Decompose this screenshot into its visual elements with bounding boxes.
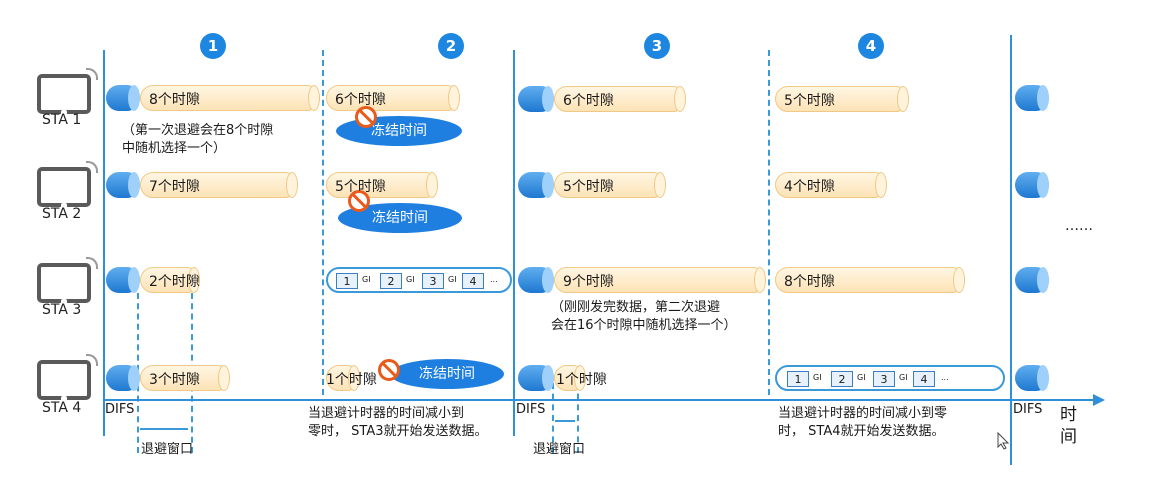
- backoff-window2-right: [577, 383, 579, 453]
- divider-end: [1010, 35, 1012, 465]
- note-line: 当退避计时器的时间减小到零: [778, 406, 948, 421]
- divider-2: [322, 50, 324, 395]
- time-axis-arrow: [1093, 394, 1105, 406]
- tablet-icon: [37, 167, 91, 207]
- note-line: （第一次退避会在8个时隙: [122, 123, 274, 138]
- note-line: 零时， STA3就开始发送数据。: [308, 424, 488, 439]
- note-line: 会在16个时隙中随机选择一个）: [551, 318, 737, 333]
- backoff-slots: 9个时隙: [554, 267, 766, 293]
- tablet-icon: [37, 263, 91, 303]
- backoff-slots: 8个时隙: [775, 267, 965, 293]
- wifi-icon: [86, 257, 98, 269]
- difs-block: [1015, 365, 1049, 391]
- station-label: STA 2: [42, 206, 82, 222]
- timeline-start-line: [103, 50, 105, 436]
- gi-label: GI: [899, 373, 908, 382]
- difs-block: [106, 172, 140, 198]
- data-frames: 1 GI 2 GI 3 GI 4 ...: [326, 267, 512, 293]
- tablet-icon: [37, 360, 91, 400]
- backoff-slots: 5个时隙: [554, 172, 666, 198]
- freeze-time-label: 冻结时间: [336, 116, 462, 146]
- difs-label: DIFS: [1013, 402, 1043, 417]
- step-3-badge: 3: [644, 33, 670, 59]
- frame-more: ...: [941, 373, 949, 382]
- difs-block: [1015, 267, 1049, 293]
- gi-label: GI: [448, 275, 457, 284]
- gi-label: GI: [857, 373, 866, 382]
- note-line: 时， STA4就开始发送数据。: [778, 424, 945, 439]
- difs-block: [518, 86, 554, 112]
- station-label: STA 3: [42, 302, 82, 318]
- difs-block: [106, 267, 140, 293]
- frame-slot: 2: [831, 371, 853, 387]
- difs-block: [106, 365, 140, 391]
- backoff-slots: 5个时隙: [775, 86, 909, 112]
- backoff-slots: 8个时隙: [140, 85, 320, 111]
- station-label: STA 1: [42, 112, 82, 128]
- frame-slot: 2: [380, 273, 402, 289]
- data-frames: 1 GI 2 GI 3 GI 4 ...: [775, 365, 1005, 391]
- prohibited-icon: [348, 190, 370, 212]
- frame-slot: 3: [422, 273, 444, 289]
- wifi-icon: [86, 354, 98, 366]
- backoff-slots: 6个时隙: [326, 85, 460, 111]
- freeze-time-label: 冻结时间: [390, 359, 504, 389]
- gi-label: GI: [406, 275, 415, 284]
- frame-slot: 4: [462, 273, 484, 289]
- wifi-icon: [86, 161, 98, 173]
- backoff-slots: 3个时隙: [140, 365, 230, 391]
- time-axis: [103, 399, 1095, 401]
- note-line: 当退避计时器的时间减小到: [308, 406, 465, 421]
- backoff-slots: 4个时隙: [775, 172, 887, 198]
- backoff-slots: 5个时隙: [326, 172, 438, 198]
- difs-label: DIFS: [516, 402, 546, 417]
- backoff-slots: 6个时隙: [554, 86, 686, 112]
- cursor-icon: [997, 432, 1010, 450]
- frame-slot: 4: [913, 371, 935, 387]
- backoff-window-arrow: [555, 420, 575, 422]
- continuation-ellipsis: ……: [1065, 218, 1093, 234]
- difs-block: [518, 365, 554, 391]
- wifi-icon: [86, 68, 98, 80]
- backoff-window2-left: [552, 383, 554, 453]
- time-axis-label: 时间: [1060, 405, 1077, 447]
- step-2-badge: 2: [438, 33, 464, 59]
- backoff-window-arrow: [140, 428, 188, 430]
- difs-block: [106, 85, 140, 111]
- note-line: 中随机选择一个）: [122, 141, 227, 156]
- difs-block: [518, 267, 554, 293]
- backoff-window-label: 退避窗口: [533, 442, 586, 457]
- backoff-slots: 7个时隙: [140, 172, 298, 198]
- divider-4: [768, 50, 770, 395]
- backoff-slots: [326, 365, 360, 391]
- gi-label: GI: [362, 275, 371, 284]
- frame-more: ...: [490, 275, 498, 284]
- backoff-slots: 2个时隙: [140, 267, 200, 293]
- note-line: （刚刚发完数据，第二次退避: [551, 300, 721, 315]
- tablet-icon: [37, 74, 91, 114]
- difs-label: DIFS: [105, 402, 135, 417]
- step-1-badge: 1: [200, 33, 226, 59]
- divider-3: [513, 50, 515, 436]
- backoff-window-label: 退避窗口: [141, 442, 194, 457]
- prohibited-icon: [378, 359, 400, 381]
- step-4-badge: 4: [858, 33, 884, 59]
- station-label: STA 4: [42, 400, 82, 416]
- difs-block: [1015, 172, 1049, 198]
- difs-block: [1015, 85, 1049, 111]
- slot-count: 1个时隙: [326, 372, 377, 388]
- gi-label: GI: [813, 373, 822, 382]
- frame-slot: 1: [336, 273, 358, 289]
- frame-slot: 3: [873, 371, 895, 387]
- prohibited-icon: [355, 106, 377, 128]
- frame-slot: 1: [787, 371, 809, 387]
- slot-count: 1个时隙: [556, 372, 607, 388]
- difs-block: [518, 172, 554, 198]
- backoff-slots: [554, 365, 586, 391]
